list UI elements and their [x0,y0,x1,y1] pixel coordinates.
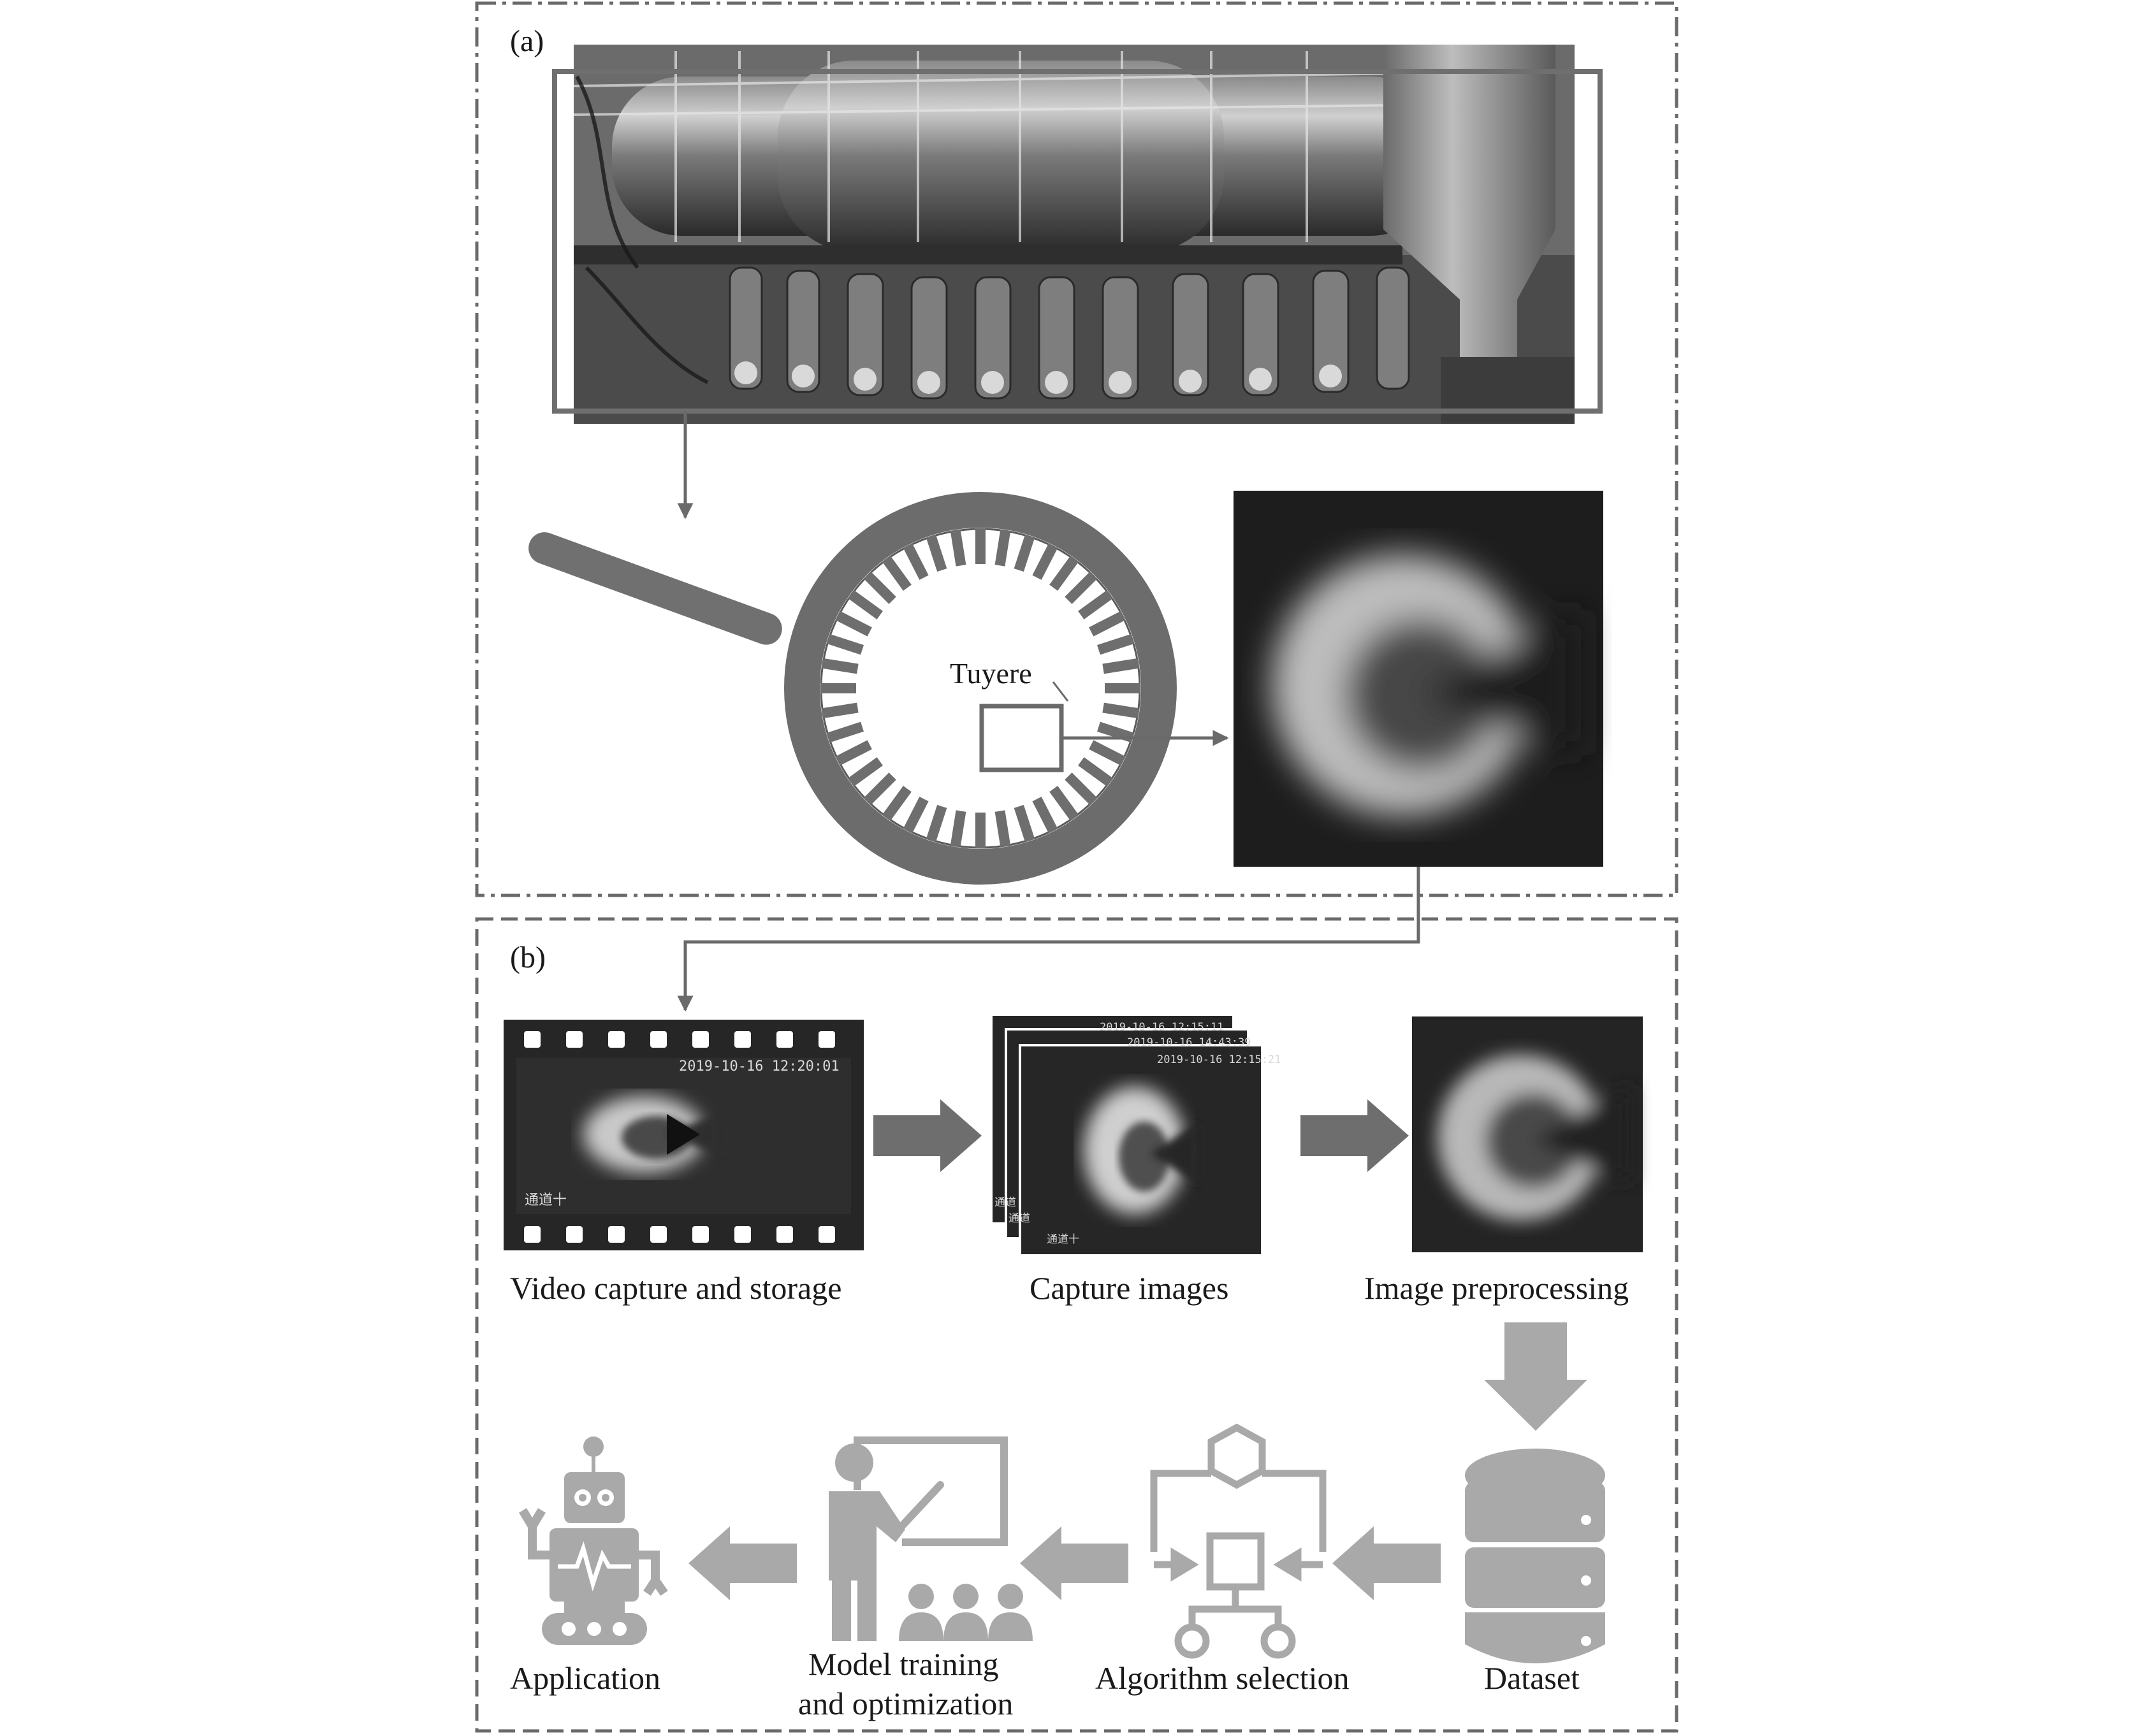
label-video-capture: Video capture and storage [510,1270,841,1306]
panel-b-label: (b) [510,941,546,974]
arrow-dataset-to-algorithm [1332,1526,1441,1600]
database-icon [1465,1449,1605,1663]
arrow-model-to-application [688,1526,797,1600]
label-dataset: Dataset [1484,1660,1580,1696]
arrow-algorithm-to-model [1020,1526,1128,1600]
ring-spoke [1065,571,1098,604]
ring-spoke [950,529,966,567]
capture-channel-3: 通道十 [1047,1233,1079,1246]
ring-spoke [975,528,986,564]
ring-spoke [1089,611,1126,637]
blast-furnace-photo [573,45,1575,424]
panel-b-border [475,917,1678,1733]
film-sprocket-hole [566,1031,583,1048]
ring-spoke [950,810,966,848]
film-sprocket-hole [734,1031,751,1048]
tuyere-ring-diagram [528,492,1177,885]
video-channel: 通道十 [525,1192,567,1208]
ring-spoke [1102,658,1140,674]
ring-spoke [848,590,883,619]
ring-spoke [863,772,896,806]
film-sprocket-hole [650,1226,667,1243]
ring-spoke [848,757,883,787]
ring-spoke [835,611,872,637]
play-icon[interactable] [667,1114,700,1155]
arrow-capture-to-preprocess [1300,1099,1409,1172]
ring-spoke [826,633,864,655]
ring-spoke [1049,786,1079,821]
film-sprocket-hole [819,1031,835,1048]
capture-timestamp-2: 2019-10-16 14:43:39 [1127,1036,1251,1049]
film-sprocket-hole [734,1226,751,1243]
panel-a-border [475,1,1678,897]
film-sprocket-hole [524,1226,541,1243]
film-sprocket-hole [819,1226,835,1243]
ring-spoke [1014,804,1035,843]
label-and-optimization: and optimization [798,1686,1013,1721]
film-sprocket-hole [692,1031,709,1048]
ring-spoke [1065,772,1098,806]
ring-spoke [863,571,896,604]
capture-channel-2: 通道 [1008,1212,1030,1225]
ring-spoke [835,740,872,766]
film-sprocket-hole [608,1031,625,1048]
ring-spoke [1014,534,1035,572]
ring-spoke [994,529,1011,567]
ring-spoke [1096,633,1135,655]
ring-spoke [926,534,947,572]
film-sprocket-hole [524,1031,541,1048]
ring-spoke [826,721,864,743]
capture-channel-1: 通道 [994,1196,1016,1209]
captured-image-stack [990,1013,1263,1257]
ring-spoke [1032,543,1058,580]
ring-spoke [1102,702,1140,719]
ring-spoke [1049,556,1079,591]
ring-spoke [821,702,859,719]
panel-a-label: (a) [510,24,544,58]
label-image-preprocessing: Image preprocessing [1364,1270,1629,1306]
film-sprocket-hole [650,1031,667,1048]
film-sprocket-hole [776,1031,793,1048]
ring-spoke [1105,683,1140,693]
tuyere-leader-line [1052,681,1069,702]
arrow-video-to-capture [873,1099,982,1172]
ring-spoke [1078,757,1113,787]
film-sprocket-hole [566,1226,583,1243]
ring-spoke [903,797,929,834]
ring-spoke [903,543,929,580]
arrow-preprocess-to-dataset [1484,1322,1587,1431]
ring-spoke [882,786,912,821]
capture-timestamp-1: 2019-10-16 12:15:11 [1100,1021,1223,1034]
ring-spoke [1089,740,1126,766]
label-model-training: Model training [808,1646,999,1682]
tuyere-raceway-image [1234,491,1603,867]
algorithm-flowchart-icon [1150,1423,1327,1659]
ring-spoke [882,556,912,591]
ring-spoke [1078,590,1113,619]
label-application: Application [510,1660,660,1696]
ring-spoke [820,683,856,693]
capture-timestamp-3: 2019-10-16 12:15:21 [1157,1053,1281,1066]
film-sprocket-hole [608,1226,625,1243]
ring-spoke [1032,797,1058,834]
robot-icon [518,1436,668,1645]
ring-spoke [926,804,947,843]
film-sprocket-hole [776,1226,793,1243]
photo-highlight-frame [552,69,1603,414]
video-timestamp: 2019-10-16 12:20:01 [679,1059,840,1074]
teacher-board-icon [829,1436,1033,1641]
ring-spoke [994,810,1011,848]
label-algorithm-selection: Algorithm selection [1095,1660,1350,1696]
tuyere-label: Tuyere [950,657,1032,690]
ring-spoke [821,658,859,674]
preprocessed-image [1412,1016,1643,1252]
label-capture-images: Capture images [1030,1270,1228,1306]
ring-spoke [975,813,986,848]
image-to-panel-b-connector [677,867,1420,1012]
film-sprocket-hole [692,1226,709,1243]
